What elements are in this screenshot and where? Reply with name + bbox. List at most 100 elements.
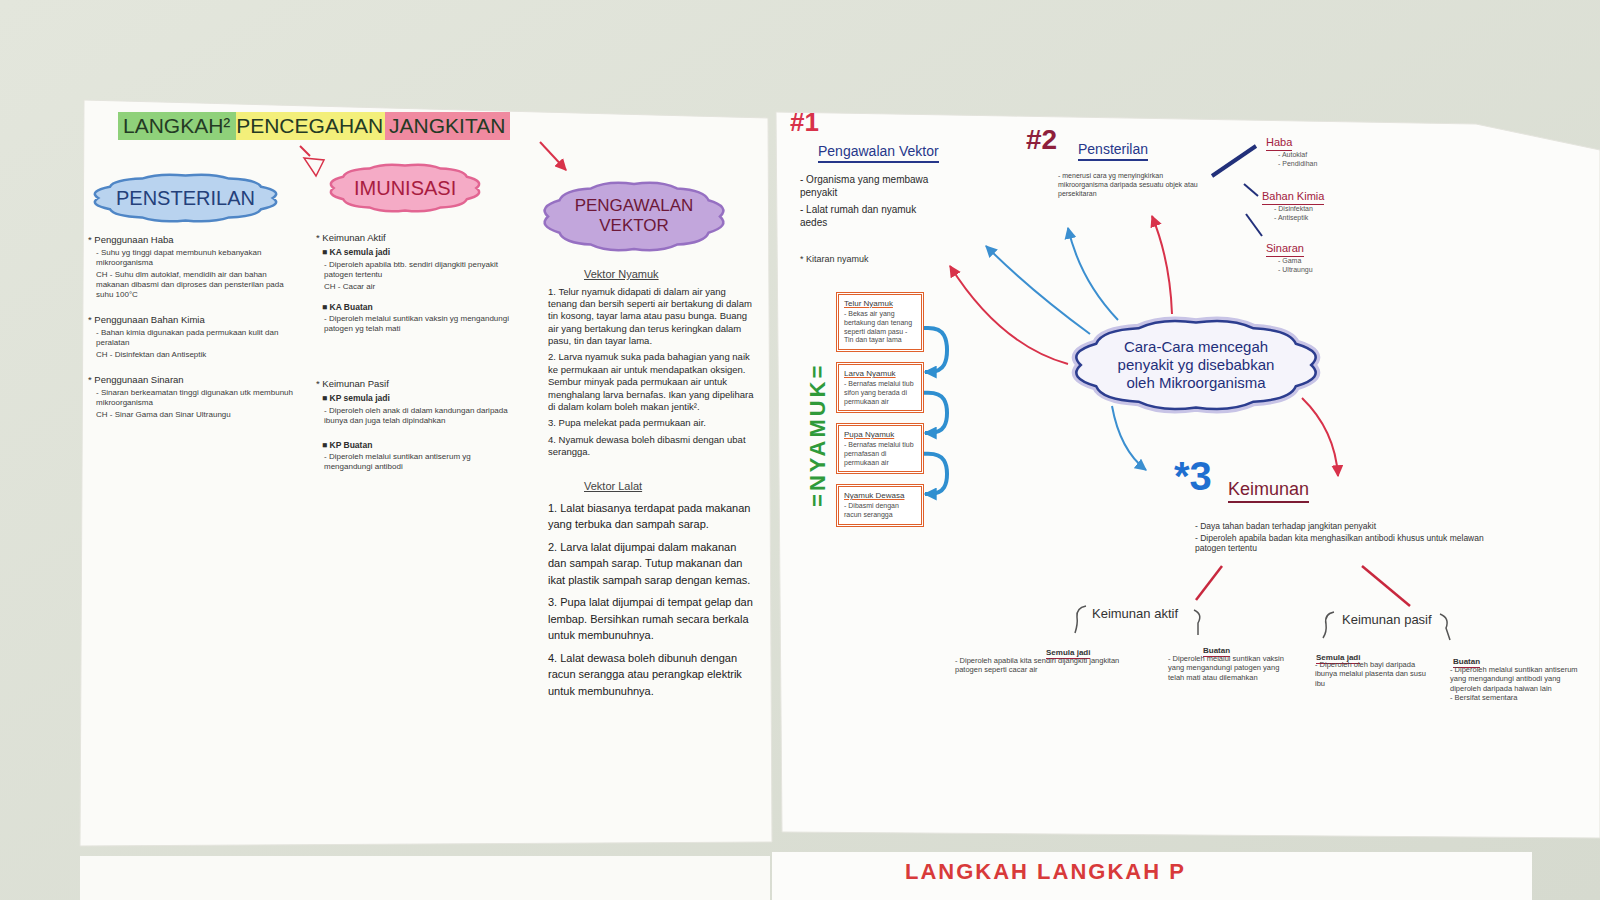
note-text: - Autoklaf xyxy=(1266,151,1386,160)
text-group: * Kitaran nyamuk xyxy=(800,254,930,265)
note-text: Keimunan aktif xyxy=(1092,606,1178,622)
stage-box: Nyamuk Dewasa - Dibasmi dengan racun sera… xyxy=(836,484,924,527)
note-text: - menerusi cara yg menyingkirkan mikroor… xyxy=(1058,172,1208,198)
cloud-shape xyxy=(545,183,724,250)
text-group: Sinaran- Gama- Ultraungu xyxy=(1266,238,1386,274)
note-text: Keimunan xyxy=(1228,478,1309,503)
note-text: - Sinaran berkeamatan tinggi digunakan u… xyxy=(88,388,293,408)
note-text: Keimunan pasif xyxy=(1342,612,1432,628)
note-text: 3. Pupa melekat pada permukaan air. xyxy=(548,417,756,429)
note-text: 3. Pupa lalat dijumpai di tempat gelap d… xyxy=(548,594,756,644)
note-text: - Pendidihan xyxy=(1266,160,1386,169)
text-group: - Diperoleh apabila kita sendiri dijangk… xyxy=(955,656,1140,675)
node-heading: IMUNISASI xyxy=(354,176,456,200)
note-text: - Diperoleh melalui suntikan vaksin yang… xyxy=(1168,654,1293,682)
cloud-arrow xyxy=(1302,398,1338,476)
note-text: CH - Cacar air xyxy=(316,282,516,292)
text-group: - Diperoleh melalui suntikan antiserum y… xyxy=(1450,665,1585,703)
cloud-node: IMUNISASI xyxy=(322,160,488,216)
cloud-node: PENGAWALAN VEKTOR xyxy=(534,176,734,257)
note-text: Pensterilan xyxy=(1078,141,1148,161)
note-text: #2 xyxy=(1026,122,1086,157)
note-text: - Gama xyxy=(1266,257,1386,266)
note-text: - Suhu yg tinggi dapat membunuh kebanyak… xyxy=(88,248,293,268)
text-group: *3 xyxy=(1174,456,1234,496)
bracket-curl xyxy=(1440,614,1450,640)
poster-paper xyxy=(772,852,1532,900)
note-text: - Diperoleh melalui suntikan vaksin yg m… xyxy=(316,314,516,334)
stage-box: Larva Nyamuk- Bernafas melalui tiub sifo… xyxy=(836,362,924,413)
note-text: - Diperoleh melalui suntikan antiserum y… xyxy=(1450,665,1585,693)
cloud-node: Cara-Cara mencegah penyakit yg disebabka… xyxy=(1062,312,1330,418)
hollow-arrowhead xyxy=(304,158,324,176)
note-text: LANGKAH LANGKAH P xyxy=(905,858,1325,886)
note-text: * Penggunaan Haba xyxy=(88,234,293,246)
note-text: CH - Suhu dlm autoklaf, mendidih air dan… xyxy=(88,270,293,300)
text-group: - Lalat rumah dan nyamuk aedes xyxy=(800,204,940,229)
title-arrow xyxy=(540,142,566,170)
note-text: * Keimunan Pasif xyxy=(316,378,516,390)
cloud-shape xyxy=(1076,321,1315,409)
text-group: - Daya tahan badan terhadap jangkitan pe… xyxy=(1195,520,1485,554)
bracket-curl xyxy=(1323,612,1334,638)
text-group: * Penggunaan Haba - Suhu yg tinggi dapat … xyxy=(88,234,293,420)
note-text: - Bersifat sementara xyxy=(1450,693,1585,702)
branch-line xyxy=(1362,566,1410,606)
note-text: - Diperoleh apabila badan kita menghasil… xyxy=(1195,533,1485,554)
bracket-curl xyxy=(1075,606,1086,633)
text-group: Keimunan aktif xyxy=(1092,604,1202,622)
cloud-arrow xyxy=(1112,406,1146,470)
note-text: ■ KA semula jadi xyxy=(316,247,516,258)
note-text: Bahan Kimia xyxy=(1262,190,1324,205)
cycle-arrow xyxy=(924,454,947,494)
poster-title: LANGKAH² PENCEGAHAN JANGKITAN xyxy=(118,112,510,140)
note-text: - Bahan kimia digunakan pada permukaan k… xyxy=(88,328,293,348)
text-group: #2 xyxy=(1026,122,1086,157)
node-heading: Telur Nyamuk xyxy=(844,299,916,308)
note-text: Haba xyxy=(1266,136,1292,151)
node-heading: Pupa Nyamuk xyxy=(844,430,916,439)
cloud-arrow xyxy=(1152,216,1172,314)
bracket-curl xyxy=(1194,610,1200,635)
note-text: Sinaran xyxy=(1266,242,1304,257)
node-body: - Dibasmi dengan racun serangga xyxy=(844,502,916,520)
poster-paper xyxy=(80,856,770,900)
cloud-node: PENSTERILAN xyxy=(84,170,287,226)
poster-paper xyxy=(80,100,772,846)
node-heading: Nyamuk Dewasa xyxy=(844,491,916,500)
note-text: * Kitaran nyamuk xyxy=(800,254,930,265)
note-text: Vektor Lalat xyxy=(548,480,756,494)
note-text: 4. Lalat dewasa boleh dibunuh dengan rac… xyxy=(548,650,756,700)
note-text: ■ KA Buatan xyxy=(316,302,516,313)
node-body: - Bernafas melalui tiub sifon yang berad… xyxy=(844,380,916,406)
text-group: * Keimunan Aktif ■ KA semula jadi - Dipero… xyxy=(316,232,516,472)
text-group: Vektor Nyamuk1. Telur nyamuk didapati di… xyxy=(548,268,756,699)
text-group: Haba- Autoklaf- Pendidihan xyxy=(1266,132,1386,168)
text-group: - Diperoleh melalui suntikan vaksin yang… xyxy=(1168,654,1293,682)
branch-line xyxy=(1244,184,1258,196)
note-text: 1. Lalat biasanya terdapat pada makanan … xyxy=(548,500,756,533)
note-text: - Diperoleh oleh anak di dalam kandungan… xyxy=(316,406,516,426)
text-group: Pengawalan Vektor xyxy=(818,142,978,163)
node-heading: PENGAWALAN VEKTOR xyxy=(566,196,702,237)
note-text: - Diperoleh melalui suntikan antiserum y… xyxy=(316,452,516,472)
text-group: #1 xyxy=(790,106,850,139)
note-text: 1. Telur nyamuk didapati di dalam air ya… xyxy=(548,286,756,348)
branch-line xyxy=(1196,566,1222,600)
note-text: * Penggunaan Sinaran xyxy=(88,374,293,386)
note-text: CH - Sinar Gama dan Sinar Ultraungu xyxy=(88,410,293,420)
cloud-shape xyxy=(95,175,276,222)
note-text: - Antiseptik xyxy=(1262,214,1382,223)
note-text: CH - Disinfektan dan Antiseptik xyxy=(88,350,293,360)
note-text: - Diperoleh apabila kita sendiri dijangk… xyxy=(955,656,1140,675)
note-text: - Ultraungu xyxy=(1266,266,1386,275)
branch-line xyxy=(1212,146,1256,176)
cloud-arrow xyxy=(986,246,1090,334)
note-text: ■ KP semula jadi xyxy=(316,393,516,404)
note-text: * Keimunan Aktif xyxy=(316,232,516,244)
text-group: - Organisma yang membawa penyakit xyxy=(800,174,950,199)
note-text: 4. Nyamuk dewasa boleh dibasmi dengan ub… xyxy=(548,434,756,459)
text-group: Keimunan xyxy=(1228,478,1368,503)
